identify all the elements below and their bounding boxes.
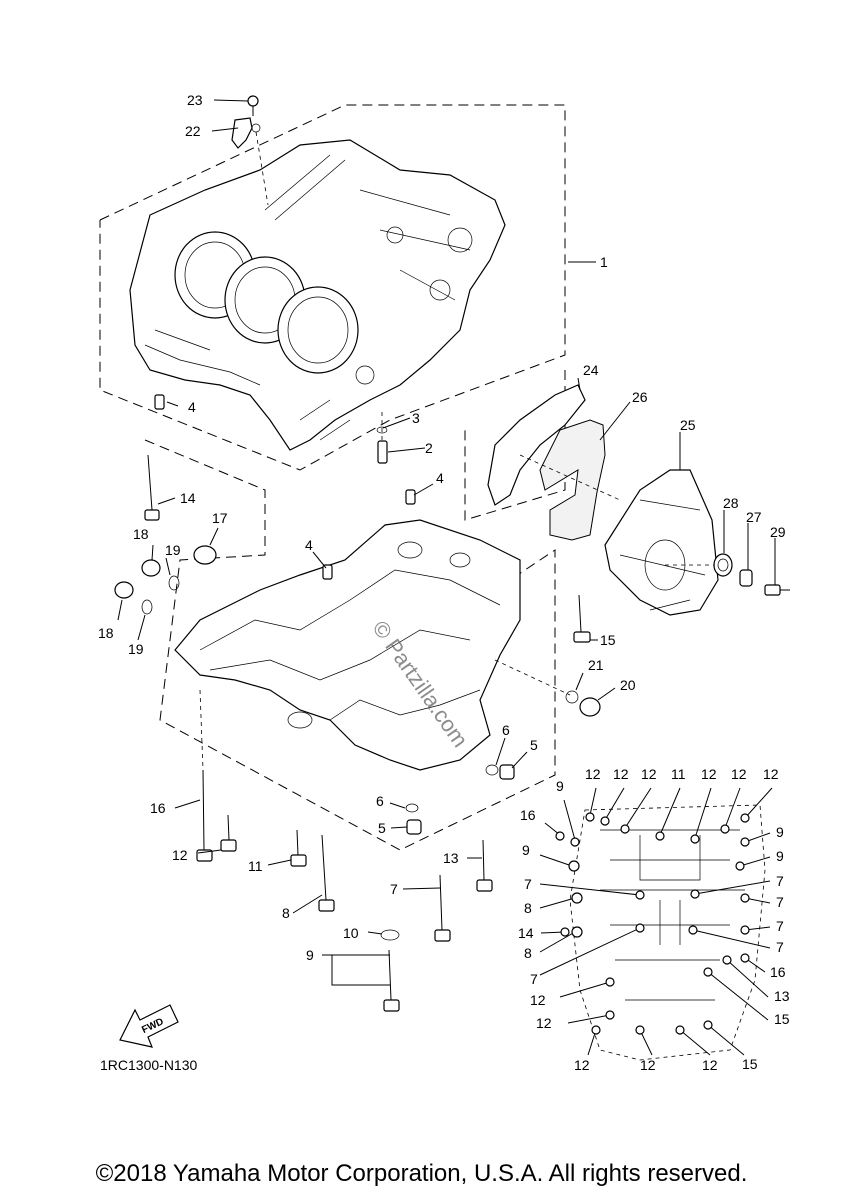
callout-18: 18	[98, 625, 114, 641]
callout-4: 4	[436, 470, 444, 486]
bv-left-label: 14	[518, 925, 534, 941]
callout-29: 29	[770, 524, 786, 540]
callout-25: 25	[680, 417, 696, 433]
gasket-part-6	[405, 764, 499, 813]
callout-13: 13	[443, 850, 459, 866]
callout-23: 23	[187, 92, 203, 108]
bv-right-label: 7	[776, 873, 784, 889]
forward-arrow-icon: FWD	[119, 1004, 179, 1048]
bv-right-label: 7	[776, 894, 784, 910]
callout-11: 11	[248, 858, 263, 874]
bv-left-label: 7	[530, 971, 538, 987]
bv-left-label: 9	[522, 842, 530, 858]
callout-19: 19	[165, 542, 181, 558]
callout-17: 17	[212, 510, 228, 526]
callout-15: 15	[600, 632, 616, 648]
callout-8: 8	[282, 905, 290, 921]
bv-left-label: 8	[524, 900, 532, 916]
callout-19: 19	[128, 641, 144, 657]
bracket-part-22	[231, 117, 261, 149]
bv-bottom-label: 12	[702, 1057, 718, 1073]
plugs-part-17-18	[114, 545, 217, 599]
oil-seal-part-28	[713, 553, 733, 577]
bv-right-label: 13	[774, 988, 790, 1004]
bottom-view-leaders	[539, 787, 773, 1056]
cover-parts-24-25-26	[464, 370, 720, 616]
callout-27: 27	[746, 509, 762, 525]
callout-14: 14	[180, 490, 196, 506]
bv-left-label: 12	[574, 1057, 590, 1073]
callout-18: 18	[133, 526, 149, 542]
callout-3: 3	[412, 410, 420, 426]
lower-crankcase	[144, 439, 556, 851]
bottom-view-bolt-holes	[555, 812, 750, 1035]
leader-lines	[117, 99, 776, 986]
callout-10: 10	[343, 925, 359, 941]
callout-4: 4	[305, 537, 313, 553]
callout-9: 9	[306, 947, 314, 963]
bv-left-label: 12	[530, 992, 546, 1008]
bv-left-label: 9	[556, 778, 564, 794]
bv-top-label: 12	[731, 766, 747, 782]
plug-part-20	[494, 659, 601, 717]
bv-top-label: 11	[671, 766, 686, 782]
bv-top-label: 12	[701, 766, 717, 782]
bv-top-label: 12	[613, 766, 629, 782]
bv-left-label: 16	[520, 807, 536, 823]
bv-right-label: 9	[776, 824, 784, 840]
callout-4: 4	[188, 399, 196, 415]
callout-26: 26	[632, 389, 648, 405]
bv-right-label: 9	[776, 848, 784, 864]
callout-7: 7	[390, 881, 398, 897]
callout-28: 28	[723, 495, 739, 511]
diagram-code: 1RC1300-N130	[100, 1057, 198, 1073]
bv-left-label: 12	[536, 1015, 552, 1031]
callout-6: 6	[502, 722, 510, 738]
bolt-part-29	[764, 584, 790, 596]
callout-22: 22	[185, 123, 201, 139]
bv-right-label: 7	[776, 918, 784, 934]
bv-left-label: 8	[524, 945, 532, 961]
bv-right-label: 15	[742, 1056, 758, 1072]
bottom-view-labels: 12 12 12 11 12 12 12 9 16 9 7 8 14 8 7 1…	[518, 766, 790, 1073]
callout-2: 2	[425, 440, 433, 456]
callout-1: 1	[600, 254, 608, 270]
bv-right-label: 16	[770, 964, 786, 980]
callout-6: 6	[376, 793, 384, 809]
bottom-view-detail	[569, 804, 766, 1061]
upper-crankcase	[99, 104, 566, 471]
bolt-part-23	[247, 95, 269, 206]
callout-20: 20	[620, 677, 636, 693]
o-rings-part-19	[141, 575, 180, 615]
copyright-footer: ©2018 Yamaha Motor Corporation, U.S.A. A…	[95, 1160, 748, 1187]
collar-part-27	[739, 569, 753, 587]
callout-12: 12	[172, 847, 188, 863]
bv-bottom-label: 12	[640, 1057, 656, 1073]
bv-top-label: 12	[763, 766, 779, 782]
callout-24: 24	[583, 362, 599, 378]
bv-left-label: 7	[524, 876, 532, 892]
callout-labels: 1 2 3 4 4 4 22 23 24 26 25 28 27 29 14 1…	[98, 92, 786, 963]
bv-top-label: 12	[585, 766, 601, 782]
plug-part-2	[376, 412, 388, 464]
callout-16: 16	[150, 800, 166, 816]
drain-plug-part-5	[406, 764, 515, 835]
bv-top-label: 12	[641, 766, 657, 782]
bv-right-label: 7	[776, 939, 784, 955]
bv-right-label: 15	[774, 1011, 790, 1027]
callout-5: 5	[530, 737, 538, 753]
callout-21: 21	[588, 657, 604, 673]
callout-5: 5	[378, 820, 386, 836]
